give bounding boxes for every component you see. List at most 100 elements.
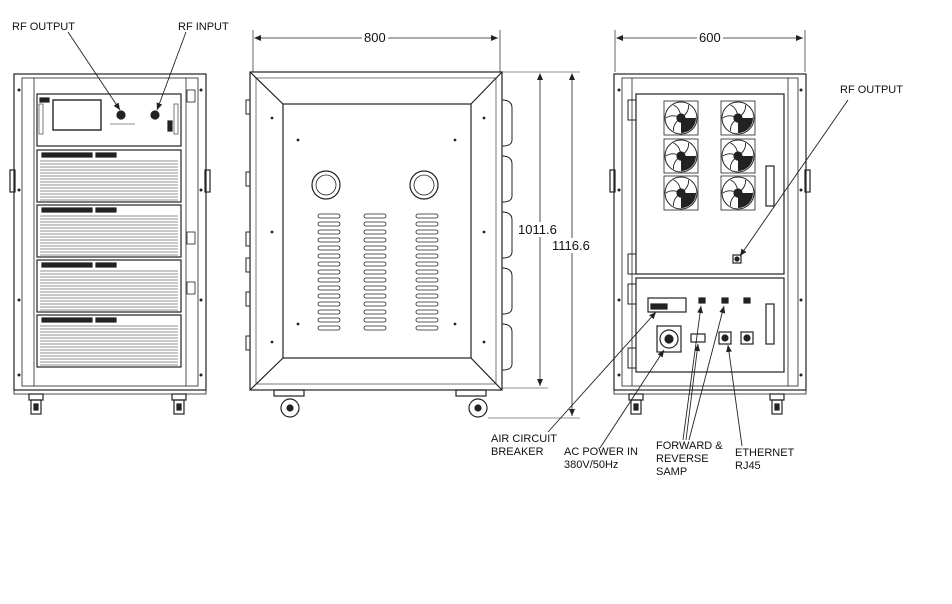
front-view [9, 73, 211, 415]
rear-fans [663, 100, 756, 211]
front-right-handle [204, 169, 211, 193]
louver-slot [363, 277, 387, 283]
samp-connector [690, 333, 706, 343]
louver-slot [317, 221, 341, 227]
louver-slot [415, 245, 439, 251]
louver-slot [317, 213, 341, 219]
louver-slot [317, 229, 341, 235]
label-rf-input: RF INPUT [178, 21, 229, 33]
label-ac-power-line1: AC POWER IN [564, 446, 638, 458]
louver-slot [415, 269, 439, 275]
louver-slot [317, 285, 341, 291]
louver-slot [363, 221, 387, 227]
louver-slot [317, 301, 341, 307]
fan-icon [663, 100, 699, 136]
rear-hinges [627, 99, 637, 369]
side-view [245, 30, 580, 419]
fan-icon [663, 175, 699, 211]
rf-output-connector [116, 110, 126, 120]
side-panel [282, 103, 472, 359]
side-body [249, 71, 503, 391]
label-air-circuit-breaker-line1: AIR CIRCUIT [491, 433, 557, 445]
front-leaders [67, 31, 187, 111]
amplifier-module [36, 259, 182, 313]
louver-slot [317, 245, 341, 251]
controller-screen [52, 99, 102, 131]
rear-view [609, 30, 811, 415]
louver-slot [363, 285, 387, 291]
louver-slot [415, 317, 439, 323]
rear-casters [628, 393, 785, 415]
rear-rf-output-connector [732, 254, 742, 264]
louver-slot [363, 261, 387, 267]
louver-slot [415, 237, 439, 243]
louver-slot [317, 277, 341, 283]
forward-connector [718, 331, 732, 345]
air-circuit-breaker [647, 297, 687, 313]
rf-input-connector [150, 110, 160, 120]
label-forward-line1: FORWARD & [656, 440, 723, 452]
louver-slot [415, 285, 439, 291]
front-left-handle [9, 169, 16, 193]
controller-panel [36, 93, 182, 147]
louver-slot [363, 229, 387, 235]
fan-icon [720, 175, 756, 211]
side-vent-circle-left [311, 170, 341, 200]
rear-slot-lower [765, 303, 775, 345]
louver-slot [415, 277, 439, 283]
louver-slot [317, 269, 341, 275]
louver-slot [415, 229, 439, 235]
louver-slot [415, 253, 439, 259]
fan-icon [663, 138, 699, 174]
louver-slot [363, 213, 387, 219]
label-ethernet-line1: ETHERNET [735, 447, 795, 459]
rear-slot-upper [765, 165, 775, 207]
louver-slot [363, 293, 387, 299]
ethernet-port [740, 331, 754, 345]
fan-icon [720, 138, 756, 174]
label-ethernet-line2: RJ45 [735, 460, 761, 472]
label-ac-power-line2: 380V/50Hz [564, 459, 619, 471]
rear-leaders [547, 99, 849, 449]
louver-slot [415, 325, 439, 331]
amplifier-modules [36, 149, 182, 368]
ac-power-socket [656, 325, 682, 353]
side-louvers [317, 213, 439, 331]
louver-slot [317, 309, 341, 315]
amplifier-module [36, 149, 182, 203]
label-air-circuit-breaker: AIR CIRCUIT BREAKER [491, 433, 557, 459]
rear-lower-panel [635, 277, 785, 373]
louver-slot [317, 253, 341, 259]
side-latches [245, 99, 251, 351]
label-ac-power-in: AC POWER IN 380V/50Hz [564, 446, 638, 472]
louver-slot [317, 293, 341, 299]
louver-slot [363, 309, 387, 315]
side-handles [501, 99, 513, 371]
label-rf-output-rear: RF OUTPUT [840, 84, 903, 96]
fan-icon [720, 100, 756, 136]
label-ethernet: ETHERNET RJ45 [735, 447, 794, 473]
label-forward-line3: SAMP [656, 466, 688, 478]
louver-slot [415, 213, 439, 219]
dimension-rear-width: 600 [697, 30, 723, 45]
dimension-body-height: 1011.6 [516, 222, 559, 237]
label-rf-output-front: RF OUTPUT [12, 21, 75, 33]
front-frame-bolts [17, 88, 203, 377]
louver-slot [363, 325, 387, 331]
louver-slot [363, 245, 387, 251]
louver-slot [317, 325, 341, 331]
louver-slot [363, 269, 387, 275]
louver-slot [415, 293, 439, 299]
rear-cabinet-frame [613, 73, 807, 391]
side-vent-circle-right [409, 170, 439, 200]
louver-slot [317, 261, 341, 267]
amplifier-module [36, 204, 182, 258]
side-screws [270, 116, 486, 344]
front-casters [28, 393, 187, 415]
rear-upper-panel [635, 93, 785, 275]
louver-slot [317, 237, 341, 243]
label-air-circuit-breaker-line2: BREAKER [491, 446, 544, 458]
louver-slot [363, 237, 387, 243]
side-casters [273, 389, 488, 418]
